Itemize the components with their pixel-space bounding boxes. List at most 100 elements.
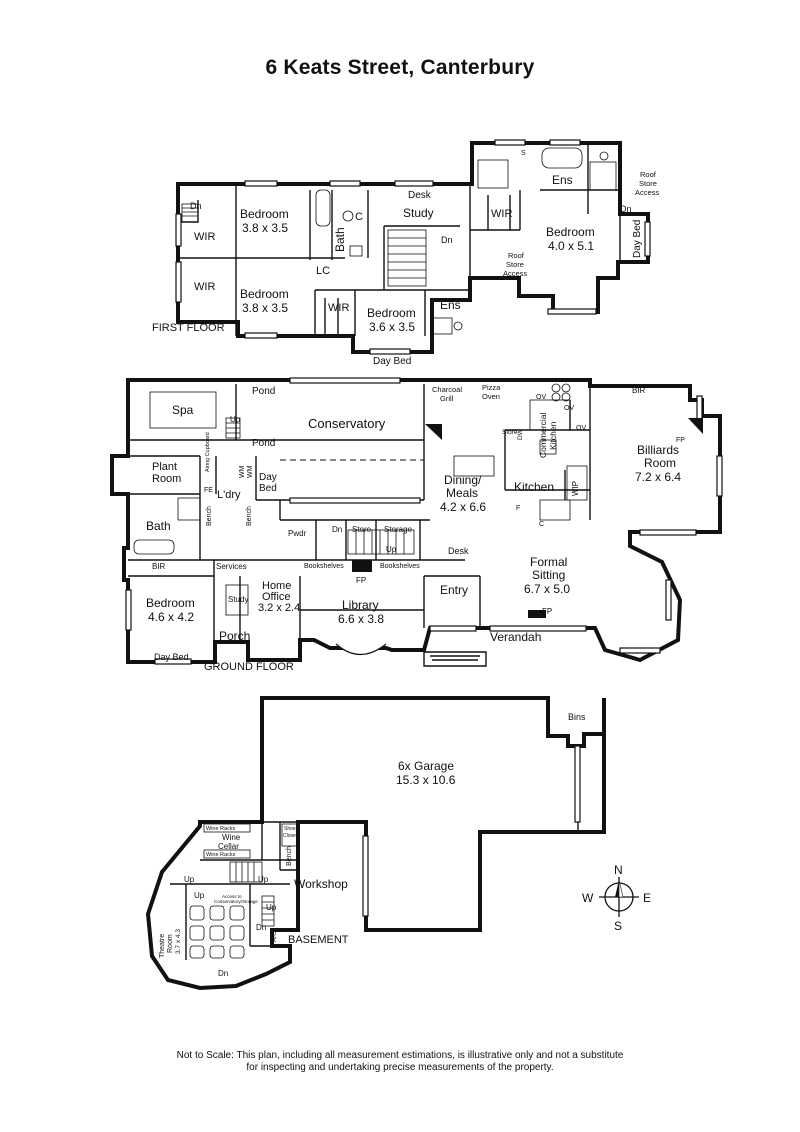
ff-c-label: C	[355, 211, 363, 223]
gf-dr-label: WM	[239, 465, 246, 478]
first-floor-plan	[175, 139, 651, 355]
ff-daybed1-label: Day Bed	[373, 356, 411, 367]
gf-daybed3-label: Day Bed	[154, 652, 189, 662]
ff-bedroom1-name: Bedroom	[240, 207, 289, 221]
bs-up1-label: Up	[184, 875, 195, 884]
bs-up3-label: Up	[194, 891, 205, 900]
ff-bedroom3-name: Bedroom	[367, 306, 416, 320]
gf-verandah-label: Verandah	[490, 630, 541, 644]
compass-icon	[599, 877, 639, 917]
gf-charcoal2-label: Grill	[440, 394, 454, 403]
ground-floor-label: GROUND FLOOR	[204, 661, 294, 673]
ff-roof-store-a3: Access	[503, 269, 527, 278]
gf-bench1-label: Bench	[206, 506, 213, 526]
bs-wine-racks2-label: Wine Racks	[206, 852, 236, 858]
bs-bench-label: Bench	[286, 846, 293, 866]
gf-dn-label: Dn	[332, 525, 342, 534]
gf-wip-label: WIP	[571, 481, 580, 496]
gf-bir2-label: BIR	[152, 562, 166, 571]
compass-s: S	[614, 919, 622, 933]
gf-plant1-label: Plant	[152, 461, 177, 473]
bs-theatre2-label: Room	[167, 934, 174, 953]
ground-floor-windows	[125, 377, 723, 665]
basement-stairs	[229, 861, 275, 927]
ff-wir4-label: WIR	[491, 208, 512, 220]
gf-up2-label: Up	[386, 545, 397, 554]
gf-billiards-name1: Billiards	[637, 443, 679, 457]
ff-bedroom1-size: 3.8 x 3.5	[242, 221, 288, 235]
gf-dining-size: 4.2 x 6.6	[440, 500, 486, 514]
gf-formal-size: 6.7 x 5.0	[524, 582, 570, 596]
ground-floor-stairs	[225, 417, 415, 555]
gf-bedroom-label: Bedroom	[146, 596, 195, 610]
ff-study-label: Study	[403, 206, 434, 220]
bs-shoe1-label: Shoe	[284, 826, 296, 832]
gf-ov1-label: OV	[536, 394, 546, 401]
ground-floor-plan	[110, 377, 723, 667]
gf-wm-label: WM	[247, 465, 254, 478]
bs-access2-label: Conservatory/Storage	[214, 899, 258, 904]
ff-dn2-label: Dn	[441, 235, 453, 245]
gf-bookshelves2-label: Bookshelves	[380, 563, 420, 570]
ff-ens1-label: Ens	[440, 298, 461, 312]
bs-wine-racks1-label: Wine Racks	[206, 826, 236, 832]
gf-bedroom-size: 4.6 x 4.2	[148, 610, 194, 624]
theatre-seats	[189, 905, 245, 959]
ff-s-label: S	[521, 150, 526, 157]
gf-ov3-label: OV	[576, 425, 586, 432]
gf-airing-label: Airing Cupboard	[205, 432, 211, 472]
ff-roof-store-a2: Store	[506, 260, 524, 269]
first-floor-fixtures	[315, 147, 617, 336]
gf-dining2-label: Meals	[446, 486, 478, 500]
disclaimer: Not to Scale: This plan, including all m…	[0, 1050, 800, 1074]
gf-dw-label: DW	[517, 428, 524, 440]
gf-desk-label: Desk	[448, 546, 469, 556]
ff-bedroom2-size: 3.8 x 3.5	[242, 301, 288, 315]
compass-w: W	[582, 891, 594, 905]
gf-pond1-label: Pond	[252, 386, 275, 397]
bs-access1-label: Access to	[222, 894, 242, 899]
gf-formal2-label: Sitting	[532, 568, 565, 582]
bs-dn-label: Dn	[218, 969, 228, 978]
ff-dn3-label: Dn	[620, 204, 632, 214]
gf-dining1-label: Dining/	[444, 473, 482, 487]
first-floor-windows	[175, 139, 651, 355]
bs-dn2-label: Dn	[256, 923, 266, 932]
ff-wir2-label: WIR	[194, 281, 215, 293]
gf-library-label: Library	[342, 598, 379, 612]
bs-wine-cellar1-label: Wine	[222, 833, 241, 842]
gf-pizza2-label: Oven	[482, 392, 500, 401]
gf-fp3-label: FP	[542, 607, 552, 616]
gf-f-label: F	[516, 505, 520, 512]
gf-c-label: C	[539, 521, 544, 528]
gf-services-label: Services	[216, 562, 247, 571]
gf-bath-label: Bath	[146, 519, 171, 533]
gf-office2-label: Office	[262, 591, 291, 603]
ff-roof-store-b2: Store	[639, 179, 657, 188]
bs-theatre1-label: Theatre	[159, 934, 166, 958]
bs-shoe2-label: Closet	[283, 833, 298, 839]
gf-billiards-name2: Room	[644, 456, 676, 470]
gf-daybed-label1: Day	[259, 472, 277, 483]
ff-desk-label: Desk	[408, 190, 432, 201]
ff-bedroom4-name: Bedroom	[546, 225, 595, 239]
gf-fp2-label: FP	[356, 576, 366, 585]
ff-ens2-label: Ens	[552, 173, 573, 187]
bs-garage-size: 15.3 x 10.6	[396, 773, 456, 787]
gf-office1-label: Home	[262, 580, 291, 592]
gf-office-size: 3.2 x 2.4	[258, 602, 300, 614]
gf-store-label: Store	[502, 429, 518, 436]
ground-floor-fixtures	[133, 383, 703, 618]
basement-outer-wall	[145, 696, 606, 991]
gf-fp-label: FP	[676, 437, 685, 444]
ff-roof-store-b3: Access	[635, 188, 659, 197]
gf-pwdr-label: Pwdr	[288, 529, 307, 538]
bs-up2-label: Up	[258, 875, 269, 884]
ff-dn-label: Dn	[190, 201, 202, 211]
ff-daybed2-label: Day Bed	[632, 220, 643, 258]
basement-interior-walls	[170, 700, 579, 960]
disclaimer-line-1: Not to Scale: This plan, including all m…	[176, 1050, 624, 1061]
bs-garage-name: 6x Garage	[398, 759, 454, 773]
gf-daybed-label2: Bed	[259, 483, 277, 494]
